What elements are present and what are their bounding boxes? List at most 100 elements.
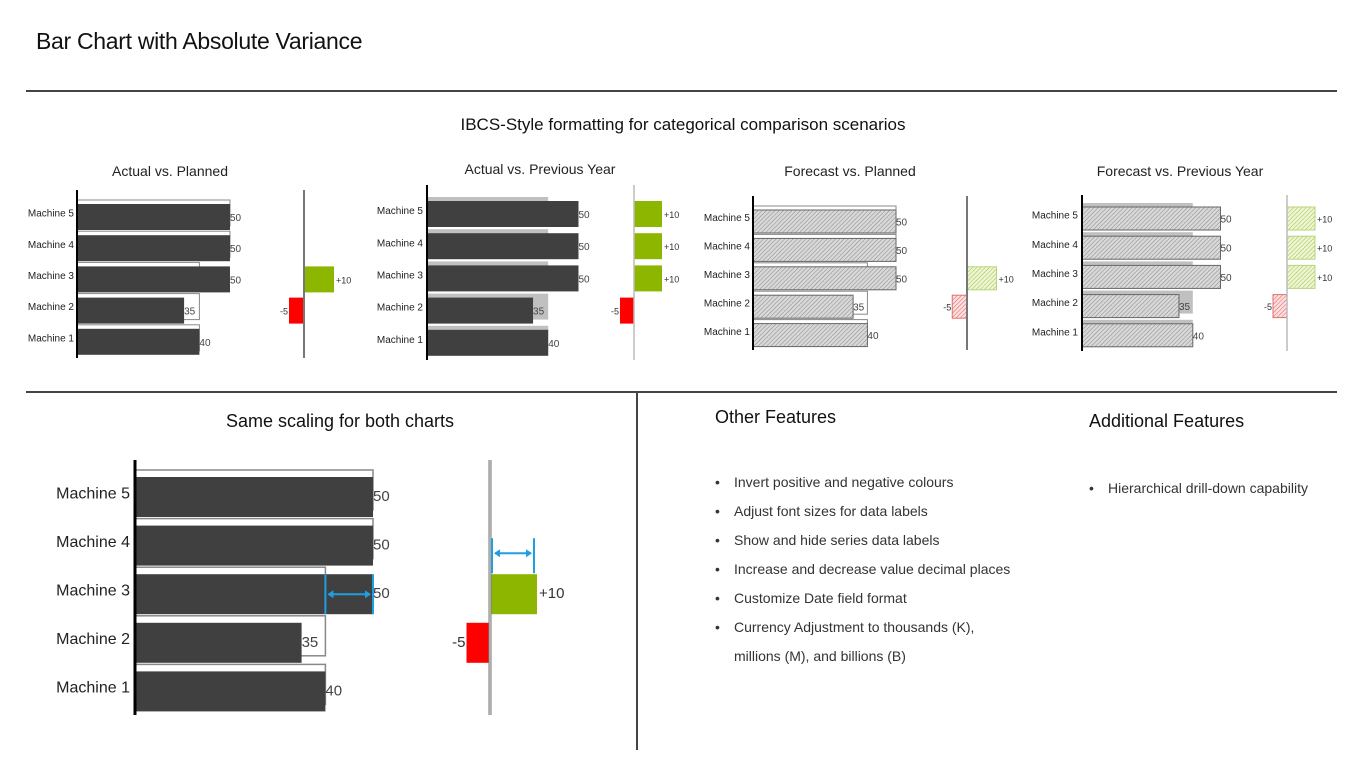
actual-bar <box>427 265 579 292</box>
positive-variance-bar <box>634 201 662 227</box>
feature-item: Invert positive and negative colours <box>715 468 1010 497</box>
category-label: Machine 3 <box>28 271 75 282</box>
forecast-bar <box>1082 294 1180 319</box>
arrowhead-right <box>526 549 532 558</box>
bar-row: Machine 5 50 <box>56 469 390 517</box>
value-label: 35 <box>853 303 865 314</box>
feature-text: Currency Adjustment to thousands (K), <box>734 619 975 635</box>
actual-bar <box>427 329 549 356</box>
category-label: Machine 3 <box>704 270 751 281</box>
actual-bar <box>135 622 302 663</box>
positive-variance-bar <box>1286 206 1316 231</box>
positive-variance-bar <box>304 266 334 293</box>
feature-item: Show and hide series data labels <box>715 526 1010 555</box>
positive-variance-bar <box>634 233 662 260</box>
feature-text: Increase and decrease value decimal plac… <box>734 561 1011 577</box>
feature-text-continuation: millions (M), and billions (B) <box>734 648 906 664</box>
feature-text: Customize Date field format <box>734 590 907 606</box>
value-label: 50 <box>373 537 390 554</box>
feature-item: Adjust font sizes for data labels <box>715 497 1010 526</box>
positive-variance-bar <box>490 574 537 615</box>
category-label: Machine 5 <box>56 485 130 502</box>
feature-item: Increase and decrease value decimal plac… <box>715 555 1010 584</box>
category-label: Machine 1 <box>1032 327 1079 338</box>
variance-label: +10 <box>1317 215 1332 225</box>
value-label: 50 <box>373 488 390 505</box>
value-label: 40 <box>325 682 342 699</box>
category-label: Machine 5 <box>1032 211 1079 222</box>
feature-text: Hierarchical drill-down capability <box>1108 480 1308 496</box>
variance-label: +10 <box>539 585 564 602</box>
actual-bar <box>135 525 373 566</box>
forecast-bar <box>1082 323 1194 348</box>
value-label: 50 <box>579 210 591 221</box>
chart-title-forecast-vs-previous-year: Forecast vs. Previous Year <box>1096 163 1264 179</box>
value-label: 50 <box>230 213 242 224</box>
variance-label: +10 <box>664 274 679 284</box>
negative-variance-bar <box>289 297 304 324</box>
variance-label: +10 <box>1317 244 1332 254</box>
positive-variance-bar <box>1286 235 1316 260</box>
category-label: Machine 2 <box>56 631 130 648</box>
category-label: Machine 4 <box>377 238 424 249</box>
forecast-bar <box>753 323 868 348</box>
positive-variance-bar <box>634 265 662 292</box>
category-label: Machine 3 <box>56 583 130 600</box>
category-label: Machine 4 <box>28 240 75 251</box>
negative-variance-bar <box>1272 294 1288 319</box>
arrowhead-left <box>494 549 500 558</box>
positive-variance-bar <box>1286 264 1316 289</box>
category-label: Machine 1 <box>28 333 75 344</box>
feature-item: Customize Date field format <box>715 584 1010 613</box>
forecast-bar <box>753 266 897 291</box>
value-label: 50 <box>373 585 390 602</box>
variance-label: -5 <box>611 307 619 317</box>
actual-bar <box>135 671 326 712</box>
variance-label: -5 <box>1264 302 1272 312</box>
other-features-heading: Other Features <box>715 407 837 427</box>
forecast-bar <box>1082 235 1221 260</box>
value-label: 50 <box>896 246 908 257</box>
value-label: 35 <box>184 307 196 318</box>
category-label: Machine 4 <box>56 534 130 551</box>
variance-label: -5 <box>280 307 288 317</box>
feature-item: Currency Adjustment to thousands (K), mil… <box>715 613 1010 671</box>
actual-bar <box>77 328 200 355</box>
category-label: Machine 5 <box>28 209 75 220</box>
arrowhead-left <box>327 590 334 599</box>
negative-variance-bar <box>951 294 968 319</box>
chart-title-actual-vs-planned: Actual vs. Planned <box>112 163 228 179</box>
section-subtitle: IBCS-Style formatting for categorical co… <box>460 115 906 134</box>
category-label: Machine 3 <box>377 271 424 282</box>
category-label: Machine 2 <box>704 298 751 309</box>
value-label: 35 <box>533 307 545 318</box>
category-label: Machine 2 <box>1032 298 1079 309</box>
negative-variance-bar <box>620 297 634 324</box>
category-label: Machine 5 <box>377 206 424 217</box>
actual-bar <box>77 297 185 324</box>
top-divider <box>26 90 1337 92</box>
feature-item: Hierarchical drill-down capability <box>1089 474 1308 503</box>
value-label: 50 <box>1221 273 1233 284</box>
category-label: Machine 5 <box>704 213 751 224</box>
forecast-bar <box>753 209 897 234</box>
other-features-list: Invert positive and negative colours Adj… <box>715 468 1010 671</box>
